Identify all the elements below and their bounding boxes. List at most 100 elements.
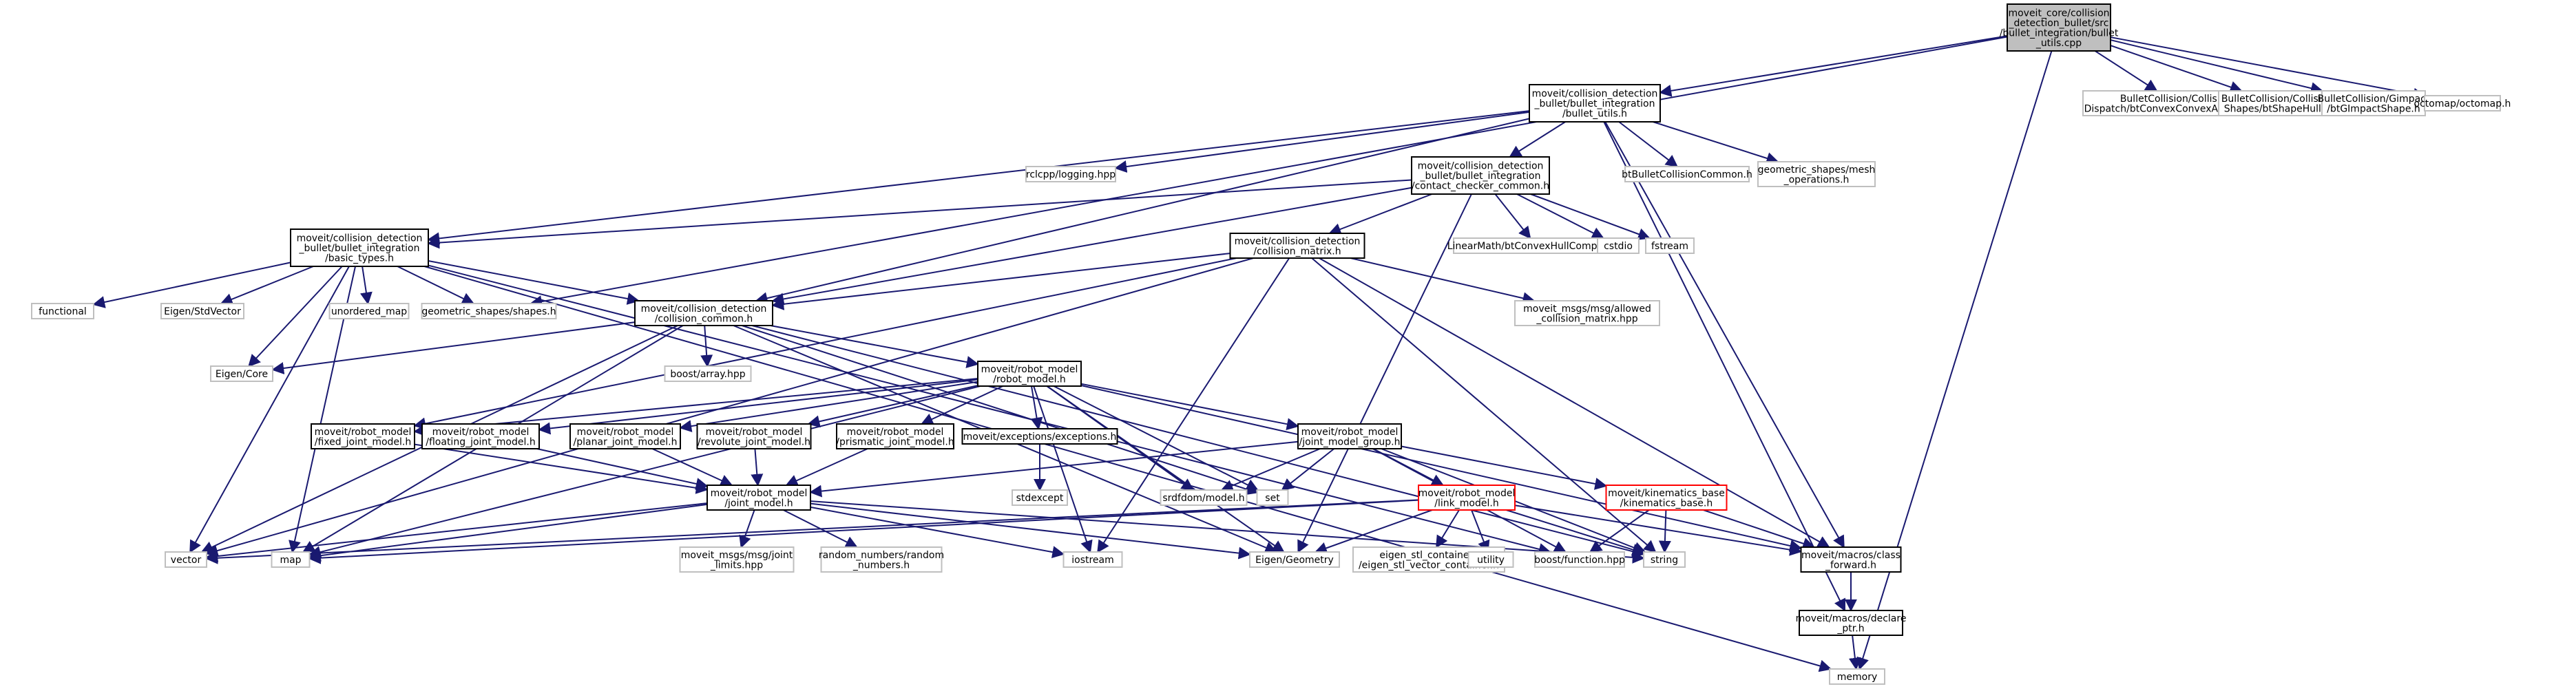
node-label-line: cstdio — [1604, 241, 1633, 252]
node-planar-joint[interactable]: moveit/robot_model/planar_joint_model.h — [569, 423, 681, 449]
node-btConvexHullComputer: LinearMath/btConvexHullComputer.h — [1447, 237, 1625, 254]
node-box — [1605, 485, 1728, 511]
node-box — [1249, 551, 1340, 568]
node-label-line: /planar_joint_model.h — [574, 436, 678, 447]
node-iostream: iostream — [1062, 551, 1123, 568]
node-box — [1643, 551, 1686, 568]
node-label-line: moveit/robot_model — [981, 364, 1078, 375]
node-label-line: _forward.h — [1825, 560, 1876, 571]
node-box — [1025, 166, 1116, 182]
node-label-line: moveit/robot_model — [315, 427, 412, 438]
edge-link_model-to-map — [308, 499, 1419, 564]
node-box — [1160, 489, 1248, 506]
edge-collision_matrix-to-collision_common — [771, 253, 1231, 310]
node-collision-common[interactable]: moveit/collision_detection/collision_com… — [634, 300, 773, 326]
edge-bullet_utils_h-to-mesh_operations — [1653, 121, 1779, 164]
edge-floating_joint-to-joint_model — [536, 448, 709, 490]
node-rclcpp-logging: rclcpp/logging.hpp — [1025, 166, 1116, 182]
edge-basic_types-to-memory — [423, 266, 1832, 672]
edge-robot_model-to-prismatic_joint — [920, 385, 1003, 425]
edge-kinematics_base-to-boost_function — [1589, 509, 1650, 553]
node-revolute-joint[interactable]: moveit/robot_model/revolute_joint_model.… — [696, 423, 812, 449]
node-declare-ptr[interactable]: moveit/macros/declare_ptr.h — [1796, 610, 1907, 636]
edge-link_model-to-eigen_stl — [1436, 509, 1460, 549]
node-basic-types[interactable]: moveit/collision_detection_bullet/bullet… — [290, 228, 429, 267]
edge-root-to-btConvexConvex — [2095, 50, 2158, 92]
node-label-line: /link_model.h — [1434, 498, 1498, 509]
node-fstream: fstream — [1645, 237, 1695, 254]
node-prismatic-joint[interactable]: moveit/robot_model/prismatic_joint_model… — [836, 423, 954, 449]
edge-collision_matrix-to-class_forward — [1319, 257, 1830, 548]
nodes-layer: moveit_core/collision_detection_bullet/s… — [31, 3, 2511, 685]
edge-basic_types-to-eigen_stdvector — [220, 266, 314, 306]
node-box — [1529, 84, 1661, 123]
node-box — [165, 551, 207, 568]
edge-planar_joint-to-joint_model — [651, 448, 733, 487]
node-bullet-utils-h[interactable]: moveit/collision_detection_bullet/bullet… — [1529, 84, 1661, 123]
node-class-forward[interactable]: moveit/macros/class_forward.h — [1800, 546, 1902, 573]
edge-robot_model-to-revolute_joint — [807, 385, 978, 428]
node-joint-model-group[interactable]: moveit/robot_model/joint_model_group.h — [1297, 423, 1402, 449]
node-label-line: /fixed_joint_model.h — [315, 436, 412, 447]
node-box — [1229, 233, 1365, 259]
node-box — [1757, 161, 1876, 187]
node-exceptions[interactable]: moveit/exceptions/exceptions.h — [961, 428, 1118, 445]
node-floating-joint[interactable]: moveit/robot_model/floating_joint_model.… — [421, 423, 540, 449]
edge-link_model-to-eigen_geometry — [1314, 509, 1433, 554]
node-label-line: btBulletCollisionCommon.h — [1622, 169, 1752, 180]
edge-bullet_utils_h-to-contact_checker — [1509, 121, 1566, 158]
node-box — [706, 485, 811, 511]
node-label-line: _collision_matrix.hpp — [1536, 313, 1637, 324]
node-label-line: /collision_matrix.h — [1253, 246, 1341, 257]
edge-joint_model-to-vector — [205, 502, 708, 562]
edge-basic_types-to-functional — [92, 262, 291, 308]
edge-root-to-shapes_h — [530, 36, 2008, 308]
node-contact-checker[interactable]: moveit/collision_detection_bullet/bullet… — [1411, 156, 1550, 195]
node-box — [1467, 551, 1514, 568]
node-label-line: fstream — [1651, 241, 1688, 252]
node-label-line: boost/function.hpp — [1534, 555, 1625, 566]
node-label-line: map — [280, 555, 301, 566]
edge-collision_common-to-boost_array — [700, 325, 713, 368]
node-box — [1799, 610, 1903, 636]
node-btBulletCollisionCommon: btBulletCollisionCommon.h — [1622, 166, 1752, 182]
node-fixed-joint[interactable]: moveit/robot_model/fixed_joint_model.h — [311, 423, 415, 449]
edge-joint_model-to-map — [308, 503, 708, 562]
node-label-line: eigen_stl_containers — [1379, 550, 1478, 561]
node-label-line: Eigen/StdVector — [164, 306, 241, 317]
node-label-line: BulletCollision/Gimpact — [2318, 94, 2430, 105]
node-label-line: moveit/robot_model — [577, 427, 674, 438]
node-box — [1256, 489, 1289, 506]
node-box — [311, 423, 415, 449]
node-label-line: /bullet_utils.h — [1562, 109, 1627, 120]
node-robot-model[interactable]: moveit/robot_model/robot_model.h — [977, 361, 1082, 387]
node-label-line: BulletCollision/Collision — [2221, 94, 2333, 105]
node-collision-matrix[interactable]: moveit/collision_detection/collision_mat… — [1229, 233, 1365, 259]
node-label-line: /kinematics_base.h — [1620, 498, 1713, 509]
node-btGimpact: BulletCollision/Gimpact/btGImpactShape.h — [2318, 90, 2430, 116]
node-label-line: functional — [39, 306, 87, 317]
node-box — [2321, 90, 2426, 116]
node-joint-model[interactable]: moveit/robot_model/joint_model.h — [706, 485, 811, 511]
edge-joint_model_group-to-srdfdom — [1220, 448, 1321, 492]
node-label-line: _bullet/bullet_integration — [1420, 171, 1541, 182]
node-utility: utility — [1467, 551, 1514, 568]
edge-collision_matrix-to-vector — [205, 257, 1254, 557]
node-link-model[interactable]: moveit/robot_model/link_model.h — [1418, 485, 1516, 511]
edge-collision_common-to-eigen_core — [271, 321, 636, 374]
node-label-line: /contact_checker_common.h — [1412, 181, 1549, 192]
edge-link_model-to-string — [1506, 509, 1645, 556]
node-label-line: geometric_shapes/mesh — [1758, 164, 1876, 176]
node-root[interactable]: moveit_core/collision_detection_bullet/s… — [2000, 3, 2119, 52]
node-shapes-h: geometric_shapes/shapes.h — [421, 303, 557, 319]
node-octomap: octomap/octomap.h — [2414, 95, 2511, 111]
node-label-line: /floating_joint_model.h — [426, 436, 535, 447]
node-box — [1597, 237, 1640, 254]
edge-root-to-bullet_utils_h — [1659, 35, 2008, 97]
node-label-line: /joint_model.h — [724, 498, 793, 509]
edge-joint_model_group-to-set — [1281, 448, 1334, 491]
node-kinematics-base[interactable]: moveit/kinematics_base/kinematics_base.h — [1605, 485, 1728, 511]
node-label-line: moveit/collision_detection — [641, 304, 767, 315]
node-label-line: Shapes/btShapeHull.h — [2224, 103, 2331, 114]
edge-robot_model-to-set — [1053, 385, 1259, 491]
